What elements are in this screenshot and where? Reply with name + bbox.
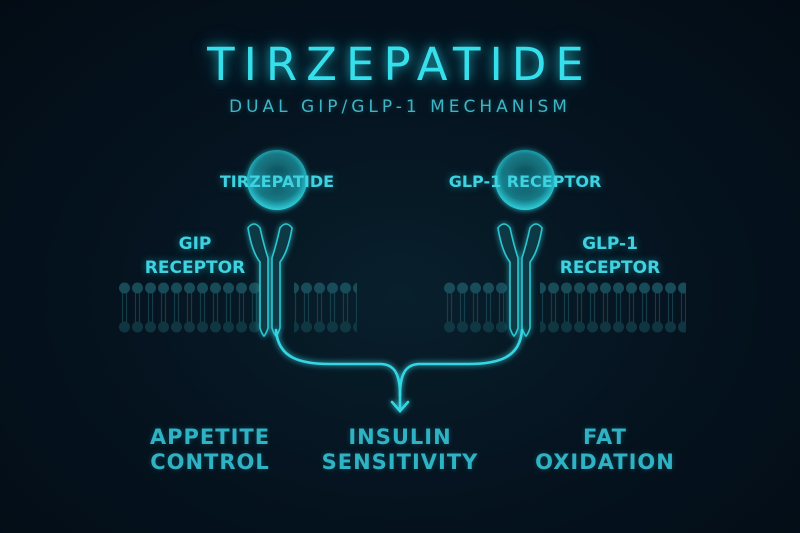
receptor-label-line2: RECEPTOR	[559, 258, 661, 278]
outcome-appetite-control: APPETITE CONTROL	[130, 425, 290, 475]
receptor-label-line2: RECEPTOR	[144, 258, 246, 278]
receptor-label-line1: GIP	[178, 234, 212, 254]
outcome-line2: OXIDATION	[535, 450, 675, 474]
outcome-line1: INSULIN	[348, 425, 452, 449]
outcome-line2: SENSITIVITY	[321, 450, 479, 474]
outcome-line2: CONTROL	[150, 450, 270, 474]
signal-arrow	[274, 328, 524, 413]
receptor-label-glp1: GLP-1 RECEPTOR	[555, 232, 665, 280]
tirzepatide-sphere-icon	[247, 150, 307, 210]
outcome-line1: APPETITE	[149, 425, 271, 449]
outcome-fat-oxidation: FAT OXIDATION	[525, 425, 685, 475]
receptor-label-gip: GIP RECEPTOR	[140, 232, 250, 280]
page-subtitle: DUAL GIP/GLP-1 MECHANISM	[229, 97, 571, 117]
cell-membrane	[118, 280, 686, 336]
outcome-insulin-sensitivity: INSULIN SENSITIVITY	[320, 425, 480, 475]
outcome-line1: FAT	[583, 425, 627, 449]
ligand-label-tirzepatide: TIRZEPATIDE	[219, 172, 335, 191]
glp1-sphere-icon	[495, 150, 555, 210]
receptor-label-line1: GLP-1	[582, 234, 638, 254]
gip-receptor-icon	[247, 223, 293, 338]
glp1-receptor-icon	[497, 223, 543, 338]
ligand-label-glp1: GLP-1 RECEPTOR	[448, 172, 602, 191]
page-title: TIRZEPATIDE	[207, 38, 593, 91]
